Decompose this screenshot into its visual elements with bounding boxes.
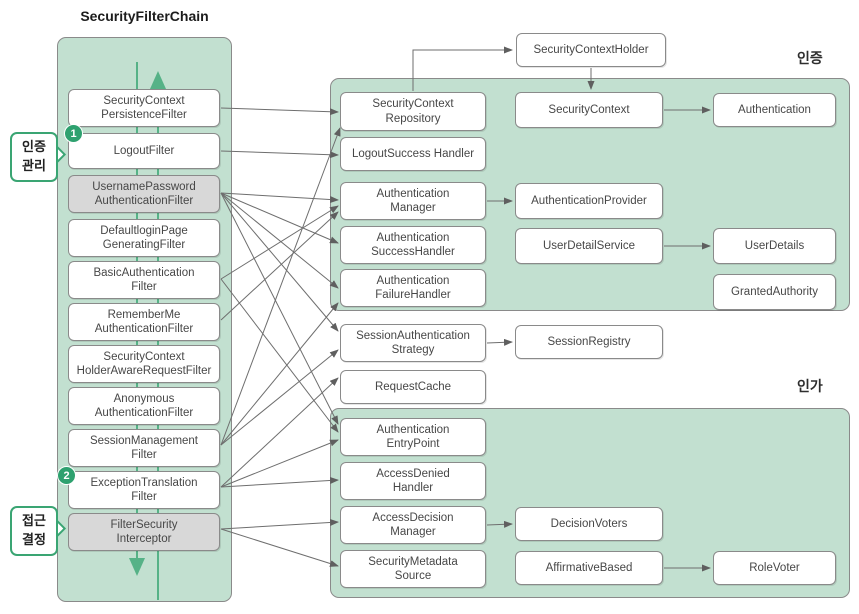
step-badge-1: 1 (64, 124, 83, 143)
arrow-exceptionTranslationFilter-to-requestCache (220, 377, 339, 488)
arrow-usernamePasswordAuthenticationFilter-to-authenticationManager (220, 192, 339, 204)
arrow-exceptionTranslationFilter-to-accessDeniedHandler (220, 476, 339, 488)
region-label-authentication: 인증 (797, 50, 823, 66)
arrow-securityContextPersistenceFilter-to-securityContextRepository (220, 107, 339, 116)
step-badge-2: 2 (57, 466, 76, 485)
arrow-usernamePasswordAuthenticationFilter-to-authenticationEntryPoint (220, 192, 339, 425)
arrow-filterSecurityInterceptor-to-accessDecisionManager (220, 518, 339, 530)
callout-authentication-management: 인증 관리 (10, 132, 58, 182)
arrow-sessionManagementFilter-to-sessionAuthenticationStrategy (220, 349, 339, 446)
callout-access-decision: 접근 결정 (10, 506, 58, 556)
arrow-usernamePasswordAuthenticationFilter-to-authenticationSuccessHandler (220, 192, 339, 244)
arrow-filterSecurityInterceptor-to-securityMetadataSource (220, 528, 339, 567)
arrow-accessDecisionManager-to-decisionVoters (486, 520, 513, 528)
filter-chain-flow-arrows (129, 62, 166, 600)
arrow-sessionManagementFilter-to-authenticationFailureHandler (220, 302, 339, 446)
relation-arrows (220, 46, 711, 572)
arrow-exceptionTranslationFilter-to-authenticationEntryPoint (220, 439, 339, 488)
arrow-usernamePasswordAuthenticationFilter-to-sessionAuthenticationStrategy (220, 192, 339, 332)
arrow-sessionManagementFilter-to-securityContextRepository (220, 127, 341, 446)
arrow-usernamePasswordAuthenticationFilter-to-authenticationFailureHandler (220, 192, 339, 289)
arrow-logoutFilter-to-logoutSuccessHandler (220, 150, 339, 159)
arrow-securityContextRepository-to-securityContextHolder (412, 46, 513, 91)
arrow-rememberMeAuthenticationFilter-to-authenticationManager (220, 211, 339, 321)
arrow-basicAuthenticationFilter-to-authenticationEntryPoint (220, 278, 339, 433)
page-title: SecurityFilterChain (80, 8, 209, 24)
arrow-sessionAuthenticationStrategy-to-sessionRegistry (486, 338, 513, 346)
arrow-basicAuthenticationFilter-to-authenticationManager (220, 205, 339, 280)
region-label-authorization: 인가 (797, 378, 823, 394)
